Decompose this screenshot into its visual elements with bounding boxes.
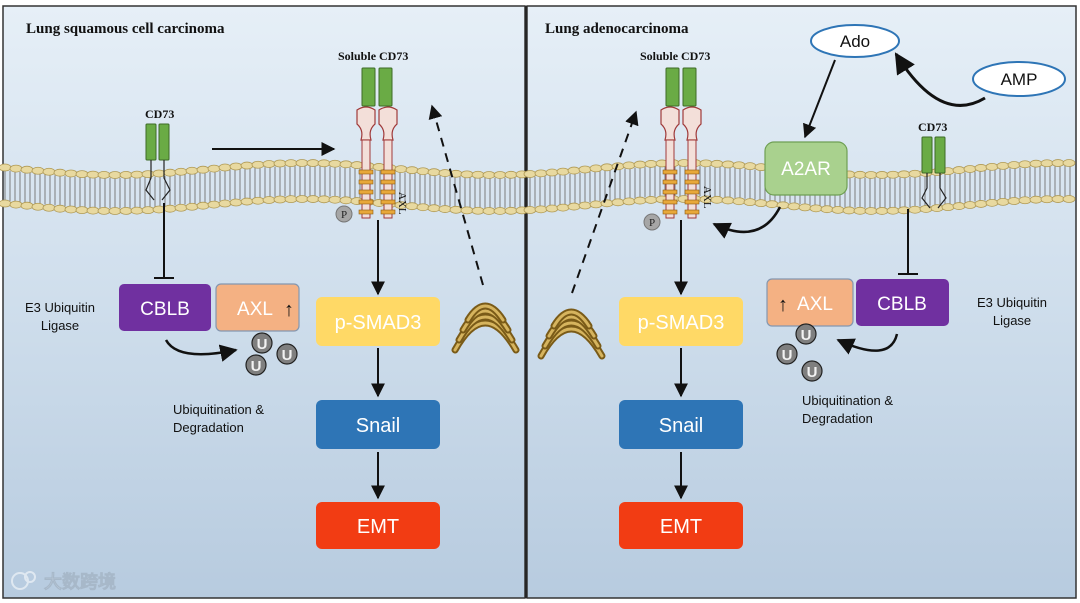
left-snail-box: [316, 400, 440, 449]
right-ubiquitin-3-label: U: [807, 364, 818, 381]
left-psmad3-box: [316, 297, 440, 346]
left-cd73-subunit-1: [145, 123, 157, 161]
left-ubiquitin-2-label: U: [251, 358, 262, 375]
left-membrane-cd73: CD73: [145, 107, 174, 201]
left-axl-receptor-stalk-2: [383, 139, 393, 219]
ado-ellipse: [810, 24, 900, 58]
right-panel-title: Lung adenocarcinoma: [545, 21, 689, 37]
ado-to-a2ar-arrow: [803, 59, 836, 139]
left-ubiquitin-3-label: U: [282, 347, 293, 364]
right-e3-label-line2: Ligase: [993, 313, 1031, 328]
left-cd73-label: CD73: [145, 107, 174, 121]
watermark-text: 大数跨境: [44, 571, 116, 592]
right-axl-receptor-label: AXL: [701, 186, 713, 209]
watermark-logo-icon-inner: [24, 571, 36, 583]
left-e3-label-line1: E3 Ubiquitin: [25, 300, 95, 315]
a2ar-label: A2AR: [781, 159, 831, 180]
right-emt-box: [619, 502, 743, 549]
right-snail-box: [619, 400, 743, 449]
right-axl-receptor-stalk-2: [687, 139, 697, 219]
left-axl-receptor: AXL P: [335, 106, 408, 223]
right-cd73-anchor: [921, 173, 947, 209]
amp-label: AMP: [1001, 70, 1038, 89]
right-cblb-to-ubiquitin-arrow: [836, 333, 899, 355]
left-axl-box: [215, 283, 300, 332]
left-axl-label: AXL: [237, 299, 273, 320]
left-ubiquitination-line2: Degradation: [173, 420, 244, 435]
right-cd73-label: CD73: [918, 120, 947, 134]
left-axl-receptor-label: AXL: [396, 192, 408, 215]
right-soluble-cd73-subunit-2: [682, 67, 697, 107]
left-phosphate-circle: [335, 205, 353, 223]
right-membrane-cd73: CD73: [918, 120, 947, 209]
left-cd73-subunit-2: [158, 123, 170, 161]
right-golgi-apparatus: [537, 308, 606, 360]
right-e3-label-line1: E3 Ubiquitin: [977, 295, 1047, 310]
a2ar-to-axl-arrow: [712, 206, 782, 239]
left-emt-label: EMT: [357, 516, 399, 538]
right-ubiquitin-2: [776, 343, 798, 365]
right-cd73-inhibits-cblb: [898, 209, 918, 275]
left-e3-label-line2: Ligase: [41, 318, 79, 333]
right-axl-receptor: AXL P: [643, 106, 713, 231]
amp-ellipse: [972, 61, 1066, 97]
right-axl-kinase-domains: [662, 169, 700, 215]
left-ubiquitin-3: [276, 343, 298, 365]
right-phosphate-label: P: [649, 217, 655, 229]
left-cd73-anchor: [145, 160, 171, 201]
right-psmad3-label: p-SMAD3: [638, 312, 725, 334]
left-ubiquitin-2: [245, 354, 267, 376]
right-soluble-cd73: Soluble CD73: [640, 49, 710, 107]
left-ubiquitin-1: [251, 332, 273, 354]
right-soluble-cd73-subunit-1: [665, 67, 680, 107]
watermark: 大数跨境: [11, 571, 116, 592]
right-ubiquitin-2-label: U: [782, 347, 793, 364]
right-axl-up-arrow: ↑: [778, 294, 788, 316]
left-axl-receptor-head: [356, 106, 398, 141]
right-psmad3-box: [619, 297, 743, 346]
right-ubiquitin-1-label: U: [801, 327, 812, 344]
right-ubiquitination-line1: Ubiquitination &: [802, 393, 893, 408]
right-snail-label: Snail: [659, 415, 703, 437]
a2ar-box: [764, 141, 848, 196]
left-axl-kinase-domains: [358, 169, 396, 215]
right-cblb-label: CBLB: [877, 294, 927, 315]
left-snail-label: Snail: [356, 415, 400, 437]
left-soluble-cd73-subunit-2: [378, 67, 393, 107]
left-axl-up-arrow: ↑: [284, 299, 294, 321]
right-axl-receptor-stalk-1: [665, 139, 675, 219]
left-ubiquitination-line1: Ubiquitination &: [173, 402, 264, 417]
left-golgi-apparatus: [451, 302, 520, 354]
left-soluble-cd73-subunit-1: [361, 67, 376, 107]
left-soluble-cd73: Soluble CD73: [338, 49, 408, 107]
right-ubiquitin-1: [795, 323, 817, 345]
left-psmad3-label: p-SMAD3: [335, 312, 422, 334]
right-axl-receptor-head: [660, 106, 702, 141]
amp-to-ado-arrow: [894, 52, 986, 107]
right-phosphate-circle: [643, 213, 661, 231]
left-panel-title: Lung squamous cell carcinoma: [26, 21, 225, 37]
left-ubiquitin-cluster: U U U: [245, 332, 298, 376]
membrane-heads: [0, 159, 529, 215]
left-phosphate-label: P: [341, 209, 347, 221]
right-cd73-subunit-1: [921, 136, 933, 174]
right-ubiquitination-line2: Degradation: [802, 411, 873, 426]
right-cblb-box: [856, 279, 949, 326]
left-emt-box: [316, 502, 440, 549]
left-cblb-label: CBLB: [140, 299, 190, 320]
left-cd73-inhibits-cblb: [154, 203, 174, 279]
left-axl-receptor-stalk-1: [361, 139, 371, 219]
right-ubiquitin-3: [801, 360, 823, 382]
left-cblb-box: [119, 284, 211, 331]
left-cblb-to-ubiquitin-arrow: [164, 339, 238, 362]
right-emt-label: EMT: [660, 516, 702, 538]
left-soluble-cd73-label: Soluble CD73: [338, 49, 408, 63]
right-soluble-cd73-label: Soluble CD73: [640, 49, 710, 63]
right-cd73-subunit-2: [934, 136, 946, 174]
right-ubiquitin-cluster: U U U: [776, 323, 823, 382]
ado-label: Ado: [840, 32, 870, 51]
left-ubiquitin-1-label: U: [257, 336, 268, 353]
right-axl-label: AXL: [797, 294, 833, 315]
